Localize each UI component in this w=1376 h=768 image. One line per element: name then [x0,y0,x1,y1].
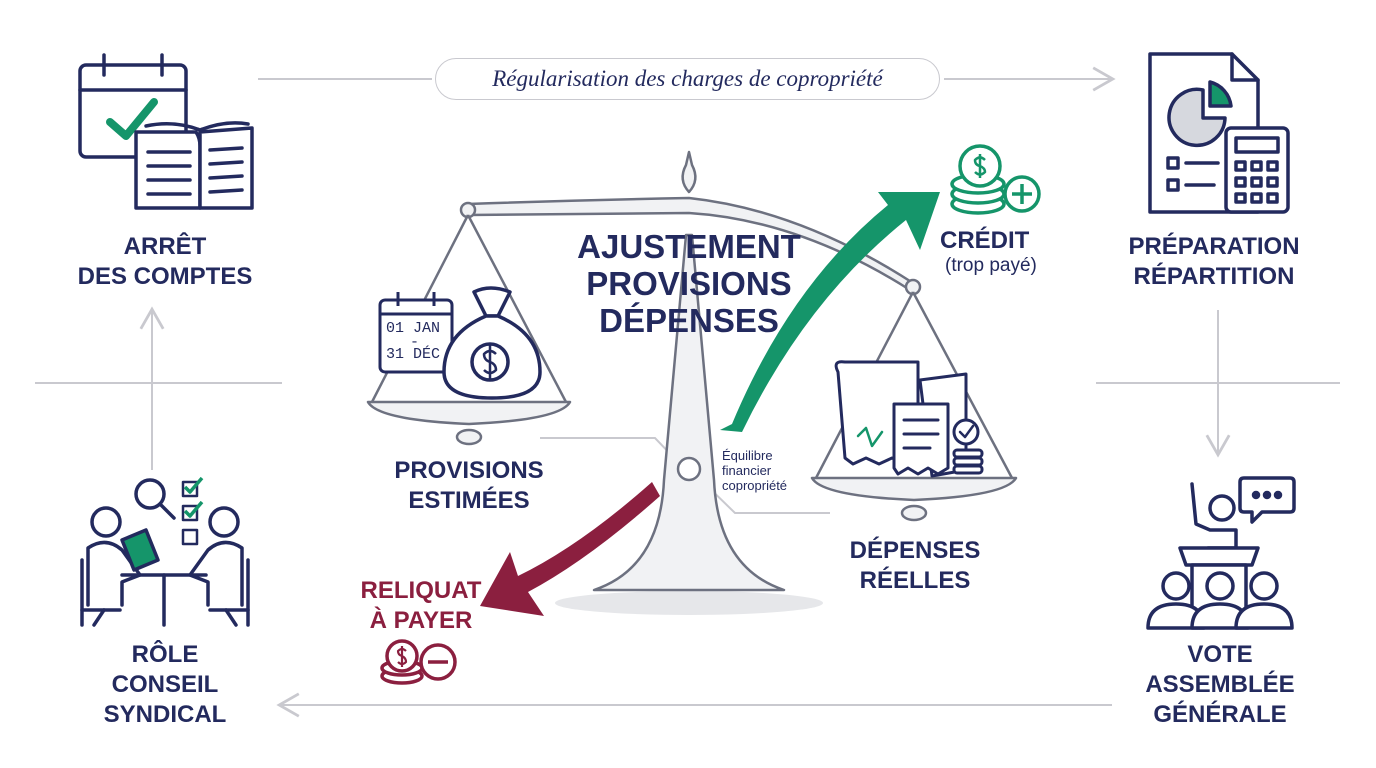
step-arret-label: ARRÊT DES COMPTES [60,232,270,292]
step-arret-line2: DES COMPTES [77,263,253,290]
coins-minus-icon [380,639,457,685]
step-vote-line2: ASSEMBLÉE [1145,671,1295,698]
reliquat-line1: RELIQUAT [360,577,482,604]
center-title-line3: DÉPENSES [599,302,779,339]
date-calendar-icon [378,292,454,374]
step-vote-line3: GÉNÉRALE [1153,701,1287,728]
provisions-line1: PROVISIONS [394,457,544,484]
receipts-icon [834,360,984,478]
meeting-table-icon [80,506,250,627]
note-line1: Équilibre [722,448,773,463]
depenses-line1: DÉPENSES [849,537,981,564]
reliquat-line2: À PAYER [369,607,473,634]
cycle-connectors [35,66,1340,718]
date-start: 01 JAN [386,320,441,337]
magnifier-icon [134,478,176,520]
step-vote-label: VOTE ASSEMBLÉE GÉNÉRALE [1120,640,1320,730]
date-end: 31 DÉC [386,346,441,363]
voting-assembly-icon [1146,482,1294,630]
money-bag-icon [442,286,542,400]
credit-subtitle: (trop payé) [945,255,1037,276]
step-preparation-line2: RÉPARTITION [1133,263,1295,290]
credit-title: CRÉDIT [940,227,1030,254]
step-role-line3: SYNDICAL [103,701,227,728]
reliquat-arrow [480,482,660,616]
speech-bubble-icon [1238,476,1296,524]
center-title: AJUSTEMENT PROVISIONS DÉPENSES [548,228,830,339]
reliquat-label: RELIQUAT À PAYER [346,576,496,636]
checklist-icon [181,476,204,546]
provisions-label: PROVISIONS ESTIMÉES [374,456,564,516]
title-pill: Régularisation des charges de copropriét… [435,58,940,100]
date-separator: - [410,334,420,351]
coins-plus-icon [950,144,1041,215]
note-line3: copropriété [722,478,788,493]
note-line2: financier [722,463,772,478]
step-role-line1: RÔLE [131,641,199,668]
depenses-label: DÉPENSES RÉELLES [820,536,1010,596]
step-vote-line1: VOTE [1187,641,1253,668]
step-role-label: RÔLE CONSEIL SYNDICAL [70,640,260,730]
credit-arrow [720,192,940,432]
provisions-line2: ESTIMÉES [408,487,530,514]
step-role-line2: CONSEIL [111,671,219,698]
step-preparation-line1: PRÉPARATION [1128,233,1300,260]
step-preparation-label: PRÉPARATION RÉPARTITION [1104,232,1324,292]
depenses-line2: RÉELLES [859,567,971,594]
step-arret-line1: ARRÊT [123,233,207,260]
credit-label: CRÉDIT [940,226,1050,256]
calculator-icon [1224,126,1290,214]
center-title-line2: PROVISIONS [586,265,792,302]
center-title-line1: AJUSTEMENT [577,228,801,265]
balance-scale-icon [366,150,1018,615]
equilibre-note: Équilibre financier copropriété [722,448,787,493]
open-book-icon [134,121,254,210]
diagram-title: Régularisation des charges de copropriét… [492,66,883,91]
